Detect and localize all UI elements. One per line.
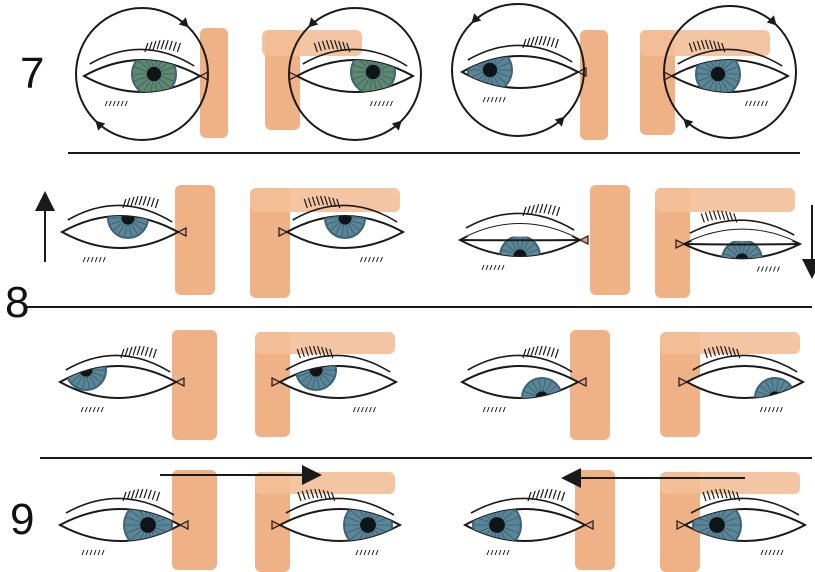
iris-group — [755, 378, 795, 418]
pupil — [360, 517, 376, 533]
skin-row7-a — [200, 28, 228, 138]
arrow-head — [555, 117, 565, 127]
arrow-head — [683, 119, 693, 129]
exercise-number-7: 7 — [20, 52, 44, 96]
skin-row9-c — [575, 470, 615, 570]
arrow-head — [392, 121, 402, 131]
eye-9a-right — [60, 489, 188, 555]
skin-row7-c — [580, 30, 608, 140]
skin-row8-brow-d — [655, 188, 795, 212]
skin-layer — [172, 28, 800, 572]
pupil — [140, 517, 156, 533]
sclera — [462, 366, 578, 398]
sclera — [280, 366, 396, 398]
eye-8d-down — [676, 208, 800, 280]
exercise-number-8: 8 — [5, 281, 29, 325]
pupil — [735, 253, 748, 266]
eye-8a-up — [62, 196, 186, 262]
pupil — [535, 391, 548, 404]
eye-8c-down — [460, 200, 588, 276]
pupil — [366, 65, 381, 80]
skin-row8b-a — [172, 330, 217, 440]
eye-8e-upleft — [60, 346, 184, 412]
pupil — [709, 517, 725, 533]
eye-9b-right — [272, 489, 400, 555]
pupil — [338, 211, 351, 224]
inner-corner — [580, 236, 588, 244]
pupil — [483, 63, 498, 78]
iris — [755, 378, 795, 418]
pupil — [309, 363, 322, 376]
exercise-number-9: 9 — [10, 498, 34, 542]
skin-row8-a — [175, 185, 215, 295]
iris-group — [344, 501, 392, 549]
arrow-head — [95, 121, 105, 131]
eye-8f-upleft — [272, 346, 396, 412]
arrow-head — [471, 13, 481, 23]
eye-8g-downright — [462, 346, 586, 418]
skin-row9-a — [172, 470, 217, 570]
arrow-head — [767, 15, 777, 25]
skin-row8b-c — [570, 330, 610, 440]
iris-group — [468, 48, 512, 92]
pupil — [121, 211, 134, 224]
skin-row8-brow-b — [250, 188, 400, 212]
skin-row9-brow-d — [660, 472, 800, 494]
skin-row8b-brow-b — [255, 332, 395, 354]
pupil — [489, 517, 505, 533]
arrow-head — [308, 17, 318, 27]
iris-group — [124, 501, 172, 549]
skin-row8-c — [590, 185, 630, 295]
pupil — [147, 67, 162, 82]
iris — [722, 240, 762, 280]
pupil — [768, 391, 781, 404]
eye-9c-left — [465, 489, 593, 555]
arrow-head — [179, 17, 189, 27]
eye-7c — [462, 36, 586, 102]
eye-7a — [84, 40, 208, 106]
pupil — [711, 67, 726, 82]
